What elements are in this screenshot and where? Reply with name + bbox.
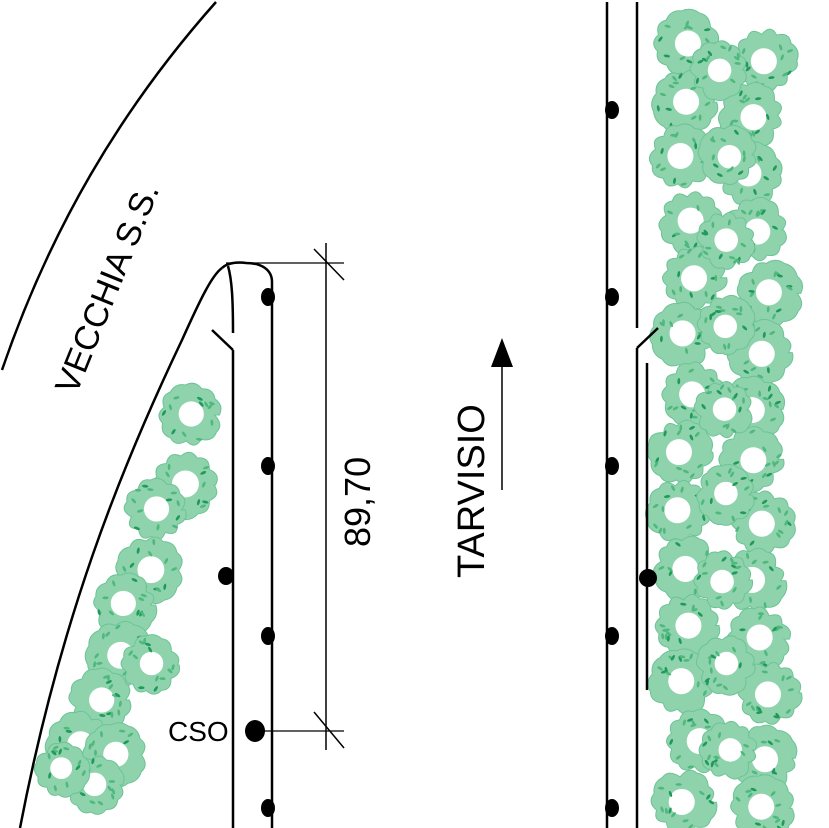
tree-canopy-icon	[689, 40, 747, 102]
dimension-label: 89,70	[337, 457, 378, 547]
tree-canopy-icon	[648, 123, 716, 189]
vegetation-right	[644, 8, 804, 828]
posts	[218, 101, 657, 817]
tree-canopy-icon	[695, 635, 756, 696]
tree-canopy-icon	[698, 720, 758, 780]
ramp-outer-edge	[18, 266, 223, 828]
tree-canopy-icon	[697, 124, 757, 186]
post-dot-icon	[639, 569, 657, 587]
cso-label: CSO	[168, 716, 229, 747]
ramp-nose-inner	[226, 265, 235, 334]
post-dot-icon	[218, 567, 234, 585]
tree-canopy-icon	[696, 211, 756, 270]
tree-canopy-icon	[123, 477, 187, 541]
post-dot-icon	[605, 457, 619, 475]
post-dot-icon	[245, 720, 265, 742]
post-dot-icon	[261, 457, 275, 475]
left-edge-tick	[211, 329, 234, 351]
post-dot-icon	[605, 799, 619, 817]
tree-canopy-icon	[693, 550, 754, 610]
arrow-up-icon-head	[491, 338, 513, 367]
tree-canopy-icon	[737, 661, 803, 725]
old-road-label: VECCHIA S.S.	[48, 178, 167, 399]
tree-canopy-icon	[33, 741, 91, 798]
dimension-tick-top	[313, 248, 345, 281]
tree-canopy-icon	[120, 634, 181, 695]
old-road-edge	[0, 1, 217, 371]
right-edge-tick	[636, 327, 659, 349]
tree-canopy-icon	[736, 259, 804, 328]
post-dot-icon	[605, 288, 619, 306]
tree-canopy-icon	[650, 769, 718, 828]
tree-canopy-icon	[696, 294, 756, 356]
vegetation-left	[33, 382, 222, 815]
post-dot-icon	[261, 288, 275, 306]
tree-canopy-icon	[644, 479, 713, 543]
tree-canopy-icon	[730, 774, 795, 828]
post-dot-icon	[605, 627, 619, 645]
post-dot-icon	[605, 101, 619, 119]
direction-label: TARVISIO	[451, 404, 493, 578]
post-dot-icon	[261, 799, 275, 817]
post-dot-icon	[261, 627, 275, 645]
tree-canopy-icon	[654, 593, 721, 660]
tree-canopy-icon	[732, 28, 799, 93]
tree-canopy-icon	[693, 381, 753, 439]
tree-canopy-icon	[158, 382, 222, 446]
dimension-tick-bottom	[313, 711, 345, 749]
tree-canopy-icon	[646, 419, 714, 485]
tree-canopy-icon	[696, 463, 755, 526]
